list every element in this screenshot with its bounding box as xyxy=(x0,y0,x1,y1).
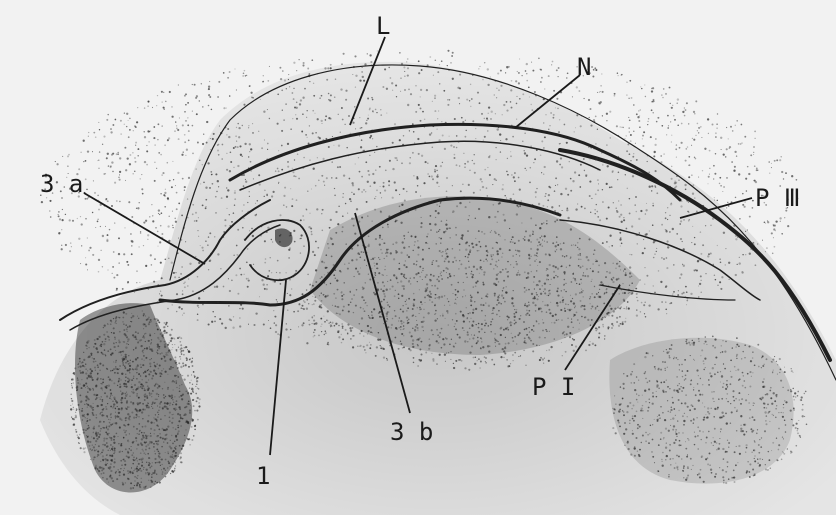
label-L: L xyxy=(376,12,390,40)
label-p1: P I xyxy=(532,373,575,401)
label-3a: 3 a xyxy=(40,170,83,198)
label-p3: P Ⅲ xyxy=(755,184,800,212)
label-3b: 3 b xyxy=(390,418,433,446)
label-1: 1 xyxy=(256,462,270,490)
label-N: N xyxy=(577,53,591,81)
